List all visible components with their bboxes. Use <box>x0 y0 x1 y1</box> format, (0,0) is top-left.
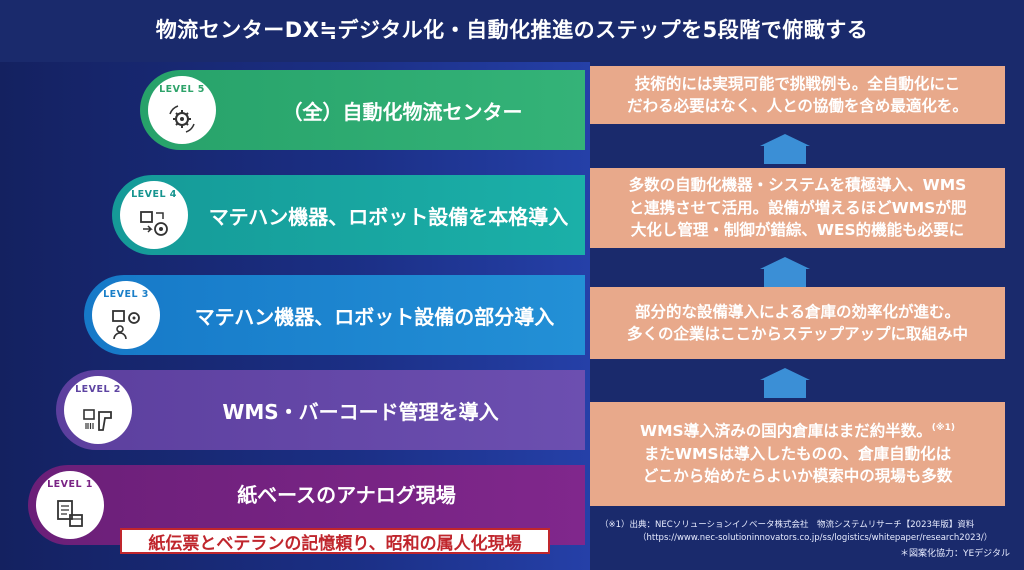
note-line: どこから始めたらよいか模索中の現場も多数 <box>642 467 953 486</box>
box-person-gear-icon <box>112 310 140 340</box>
up-arrow-icon <box>760 134 810 164</box>
note-line: 多数の自動化機器・システムを積極導入、WMS <box>628 176 967 195</box>
note-line: WMS導入済みの国内倉庫はまだ約半数。(※1) <box>640 420 955 442</box>
level-2-label: LEVEL 2 <box>75 384 121 395</box>
level-3-label: LEVEL 3 <box>103 289 149 300</box>
note-line: 部分的な設備導入による倉庫の効率化が進む。 <box>634 302 961 321</box>
level-3-bar: LEVEL 3 マテハン機器、ロボット設備の部分導入 <box>84 275 585 355</box>
note-level-5: 技術的には実現可能で挑戦例も。全自動化にこ だわる必要はなく、人との協働を含め最… <box>590 66 1005 124</box>
page-title: 物流センターDX≒デジタル化・自動化推進のステップを5段階で俯瞰する <box>155 18 869 42</box>
footnote-marker: (※1) <box>931 423 955 434</box>
note-level-2: WMS導入済みの国内倉庫はまだ約半数。(※1) またWMSは導入したものの、倉庫… <box>590 402 1005 506</box>
barcode-scanner-icon <box>83 409 112 431</box>
note-line: 多くの企業はここからステップアップに取組み中 <box>626 325 968 343</box>
level-1-badge: LEVEL 1 <box>36 471 104 539</box>
level-3-text: マテハン機器、ロボット設備の部分導入 <box>194 304 555 329</box>
note-line-text: WMS導入済みの国内倉庫はまだ約半数。 <box>640 422 932 441</box>
level-5-label: LEVEL 5 <box>159 84 205 95</box>
level-3-badge: LEVEL 3 <box>92 281 160 349</box>
note-line: 大化し管理・制御が錯綜、WES的機能も必要に <box>630 221 965 240</box>
credit-text: ＊図案化協力：YEデジタル <box>899 549 1010 559</box>
level-4-badge: LEVEL 4 <box>120 181 188 249</box>
level-2-text: WMS・バーコード管理を導入 <box>222 399 499 424</box>
paper-box-icon <box>57 500 83 527</box>
footnote-url[interactable]: （https://www.nec-solutioninnovators.co.j… <box>638 532 993 543</box>
note-level-3: 部分的な設備導入による倉庫の効率化が進む。 多くの企業はここからステップアップに… <box>590 287 1005 359</box>
boxes-robot-icon <box>140 211 168 236</box>
level-4-label: LEVEL 4 <box>131 189 177 200</box>
note-line: と連携させて活用。設備が増えるほどWMSが肥 <box>628 198 967 217</box>
note-line: またWMSは導入したものの、倉庫自動化は <box>643 444 952 463</box>
note-line: だわる必要はなく、人との協働を含め最適化を。 <box>627 97 968 115</box>
source-footnote: （※1）出典：NECソリューションイノベータ株式会社 物流システムリサーチ【20… <box>600 519 1010 545</box>
footnote-line: （※1）出典：NECソリューションイノベータ株式会社 物流システムリサーチ【20… <box>600 520 975 530</box>
level-2-badge: LEVEL 2 <box>64 376 132 444</box>
level-4-text: マテハン機器、ロボット設備を本格導入 <box>208 204 569 229</box>
level-1-tag: 紙伝票とベテランの記憶頼り、昭和の属人化現場 <box>120 528 550 554</box>
level-1-label: LEVEL 1 <box>47 479 93 490</box>
level-5-text: （全）自動化物流センター <box>282 99 523 124</box>
level-2-bar: LEVEL 2 WMS・バーコード管理を導入 <box>56 370 585 450</box>
note-level-4: 多数の自動化機器・システムを積極導入、WMS と連携させて活用。設備が増えるほど… <box>590 168 1005 248</box>
up-arrow-icon <box>760 368 810 398</box>
level-4-bar: LEVEL 4 マテハン機器、ロボット設備を本格導入 <box>112 175 585 255</box>
up-arrow-icon <box>760 257 810 287</box>
level-5-badge: LEVEL 5 <box>148 76 216 144</box>
level-1-text: 紙ベースのアナログ現場 <box>237 482 456 507</box>
level-5-bar: LEVEL 5 （全）自動化物流センター <box>140 70 585 150</box>
note-line: 技術的には実現可能で挑戦例も。全自動化にこ <box>634 74 961 93</box>
gears-cycle-icon <box>169 105 195 133</box>
